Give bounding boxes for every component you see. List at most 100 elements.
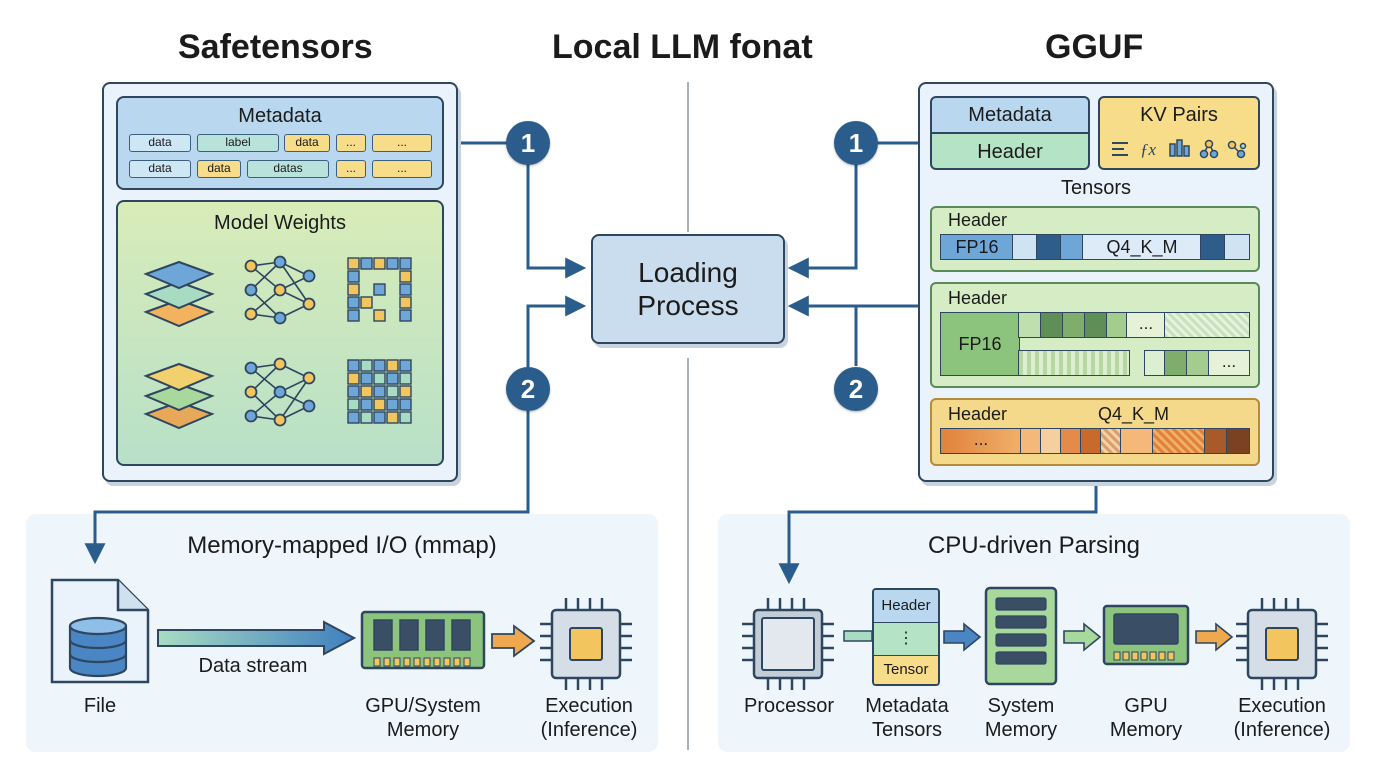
- memory-module-icon: [360, 610, 486, 670]
- tensor-2-cell: [1186, 350, 1210, 376]
- kv-icons-row: ƒx: [1112, 139, 1247, 159]
- tensor-1-fp16-label: FP16: [955, 237, 999, 257]
- tensor-3-cell: [1020, 428, 1042, 454]
- safetensors-metadata-label: Metadata: [238, 105, 322, 127]
- tensor-3-cell: [1226, 428, 1250, 454]
- orange-arrow-icon: [1195, 622, 1234, 652]
- execution-label: Execution (Inference): [540, 695, 638, 741]
- tensor-3-q4-label: Q4_K_M: [1098, 404, 1170, 424]
- gpu-card-icon: [1102, 604, 1190, 666]
- gguf-header-label: Header: [977, 141, 1043, 163]
- metadata-pill: datas: [247, 160, 329, 178]
- tensor-2-fp16-cell: [940, 312, 1020, 376]
- tensor-3-cell: [1040, 428, 1062, 454]
- tensor-2-cell: [1040, 312, 1064, 338]
- chart-icon: [1169, 139, 1190, 157]
- metadata-pill: ...: [372, 134, 432, 152]
- data-stream-arrow: [157, 620, 356, 656]
- tensor-2-header: Header: [948, 288, 1008, 308]
- tensor-1-cell: [1224, 234, 1250, 260]
- metadata-pill: label: [197, 134, 279, 152]
- gpu-system-memory-label: GPU/System Memory: [365, 695, 481, 741]
- cpu-chip-icon: [540, 598, 632, 690]
- tensor-2-cell: [1018, 350, 1130, 376]
- system-memory-icon: [984, 586, 1058, 686]
- stack-tensor: [874, 656, 938, 684]
- cpu-chip-icon: [1236, 598, 1328, 690]
- step-badge-right-2: 2: [834, 367, 878, 411]
- processor-chip-icon: [742, 598, 834, 690]
- processor-label: Processor: [743, 695, 835, 717]
- tensor-3-ellipsis: ...: [973, 430, 989, 449]
- tensor-3-header: Header: [948, 404, 1008, 424]
- metadata-pill: ...: [336, 134, 366, 152]
- center-divider-lower: [687, 358, 689, 750]
- loading-process-label: Loading Process: [637, 257, 739, 321]
- kv-pairs-label: KV Pairs: [1140, 104, 1218, 126]
- step-badge-left-1: 1: [506, 121, 550, 165]
- center-title: Local LLM fonat: [552, 28, 813, 66]
- metadata-tensors-label: Metadata Tensors: [865, 695, 949, 741]
- tensor-2-cell: [1084, 312, 1108, 338]
- heatmap-grid-icon: [347, 359, 412, 424]
- layers-icon: [143, 362, 215, 430]
- blue-arrow-icon: [943, 622, 982, 652]
- tensor-2-ellipsis-1: ...: [1138, 314, 1154, 333]
- gguf-title: GGUF: [1045, 28, 1144, 66]
- neural-network-icon: [244, 357, 316, 427]
- tensor-1-fp16-cell: [940, 234, 1014, 260]
- system-memory-label: System Memory: [984, 695, 1058, 741]
- file-label: File: [83, 695, 117, 717]
- tensor-2-cell: [1018, 312, 1042, 338]
- tensor-1-cell: [1200, 234, 1226, 260]
- tensor-3-cell: [1060, 428, 1082, 454]
- step-badge-left-2: 2: [506, 367, 550, 411]
- execution-label: Execution (Inference): [1233, 695, 1331, 741]
- metadata-pill: ...: [336, 160, 366, 178]
- metadata-pill: data: [129, 134, 191, 152]
- tensor-2-cell: [1164, 312, 1250, 338]
- gguf-tensors-label: Tensors: [1060, 177, 1132, 199]
- metadata-tensor-stack: [872, 588, 940, 686]
- stack-middle: [874, 623, 938, 656]
- tensor-1-cell: [1012, 234, 1038, 260]
- green-arrow-icon: [1063, 622, 1102, 652]
- stack-header-label: Header: [881, 597, 931, 614]
- gguf-metadata-box: [930, 96, 1090, 134]
- grid-matrix-icon: [347, 257, 412, 322]
- gguf-metadata-label: Metadata: [968, 104, 1052, 126]
- stack-header: [874, 590, 938, 623]
- tree-icon: [1199, 139, 1219, 159]
- safetensors-title: Safetensors: [178, 28, 373, 66]
- tensor-2-cell: [1106, 312, 1128, 338]
- tensor-1-cell: [1036, 234, 1062, 260]
- gpu-memory-label: GPU Memory: [1109, 695, 1183, 741]
- data-stream-label: Data stream: [198, 655, 308, 677]
- kv-pairs-box: [1098, 96, 1260, 170]
- orange-arrow-icon: [491, 624, 536, 658]
- gguf-header-box: [930, 132, 1090, 170]
- metadata-pill: data: [129, 160, 191, 178]
- mmap-title: Memory-mapped I/O (mmap): [187, 532, 497, 559]
- neural-network-icon: [244, 255, 316, 325]
- tensor-3-cell: [1080, 428, 1102, 454]
- tensor-1-cell: [1060, 234, 1084, 260]
- metadata-pill: data: [284, 134, 330, 152]
- tensor-2-cell: [1144, 350, 1166, 376]
- list-icon: [1112, 142, 1128, 156]
- metadata-pill: ...: [372, 160, 432, 178]
- tensor-2-ellipsis-2: ...: [1221, 352, 1237, 371]
- tensor-2-cell: [1164, 350, 1188, 376]
- tensor-3-cell: [1204, 428, 1228, 454]
- tensor-3-cell: [1100, 428, 1122, 454]
- nodes-icon: [1227, 140, 1247, 159]
- step-badge-right-1: 1: [834, 121, 878, 165]
- function-icon: ƒx: [1140, 140, 1157, 159]
- tensor-3-cell: [1152, 428, 1206, 454]
- tensor-2-ellipsis-cell: [1208, 350, 1250, 376]
- stack-dots-label: ⋮: [898, 630, 914, 647]
- tensor-2-fp16-label: FP16: [958, 334, 1002, 354]
- center-divider: [687, 82, 689, 232]
- tensor-1-q4-cell: [1082, 234, 1202, 260]
